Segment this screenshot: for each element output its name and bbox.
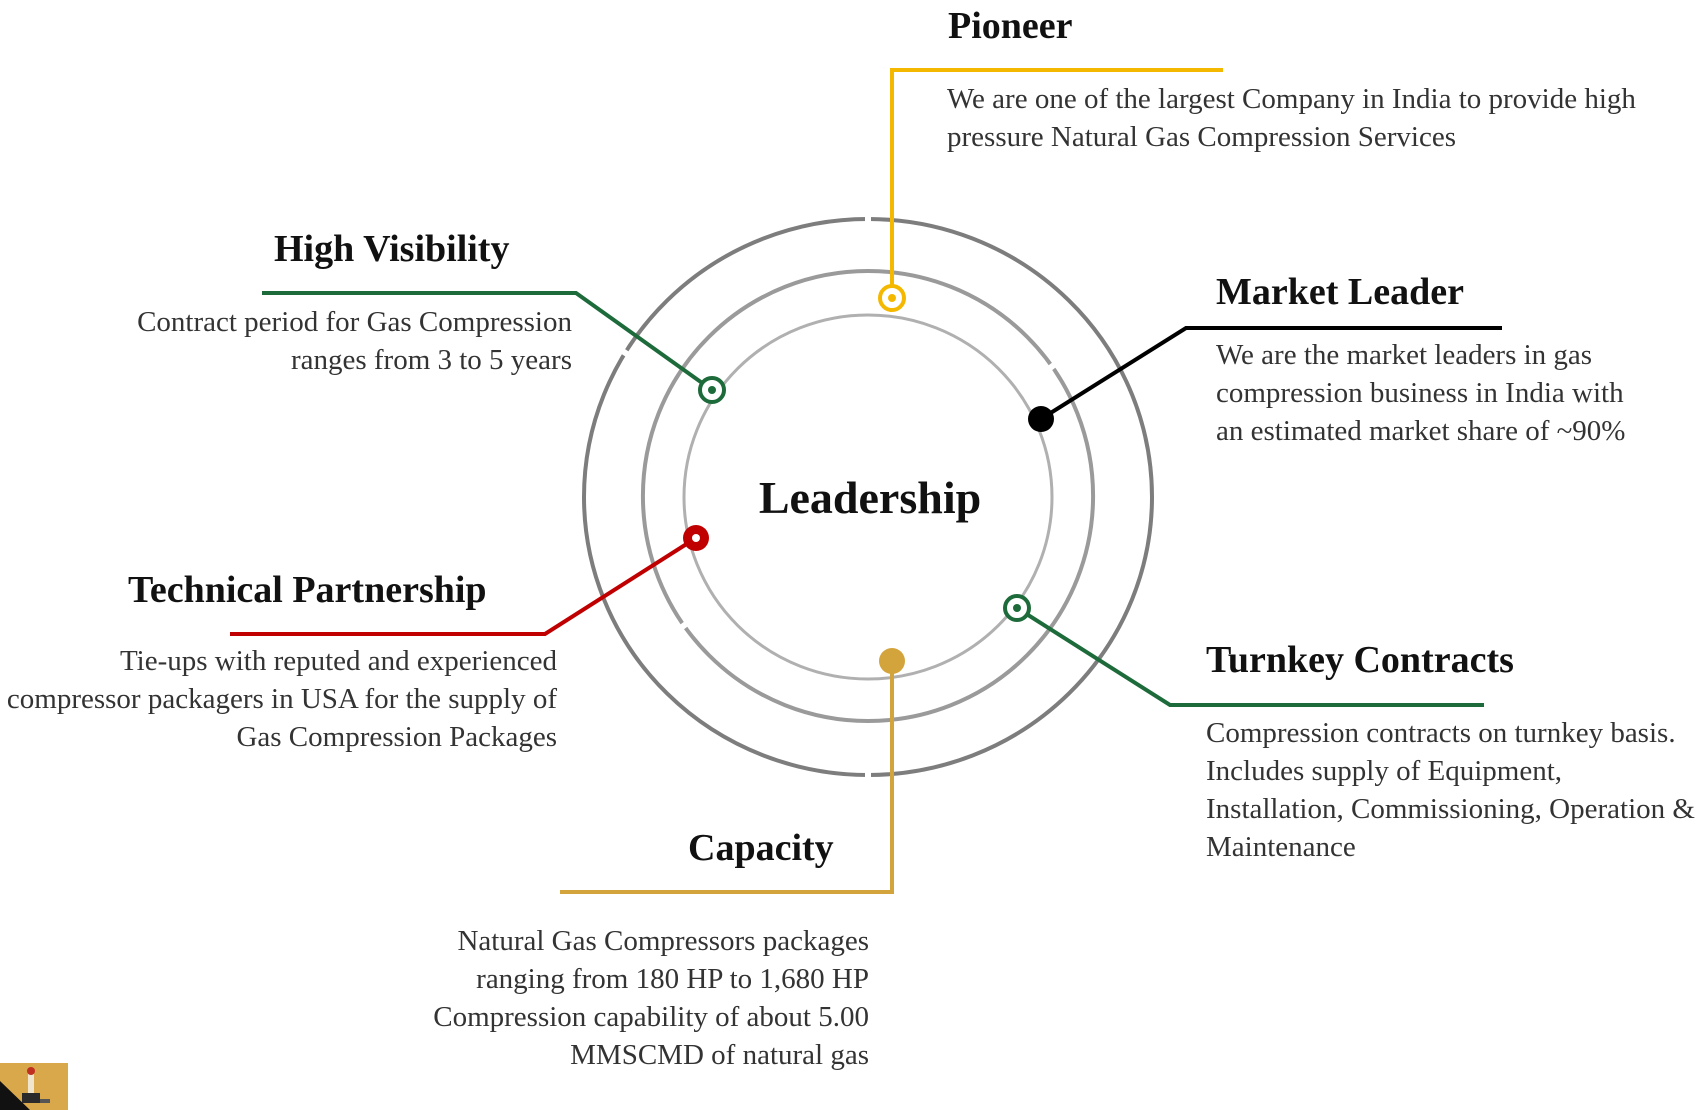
technical-partnership-title: Technical Partnership: [128, 569, 487, 611]
market-leader-description: We are the market leaders in gas compres…: [1216, 339, 1626, 447]
pioneer-connector: [890, 68, 1223, 298]
capacity-description: Natural Gas Compressors packages ranging…: [433, 925, 869, 1071]
pioneer-description: We are one of the largest Company in Ind…: [947, 83, 1636, 153]
center-label: Leadership: [758, 472, 982, 523]
market-leader-connector: [1039, 326, 1502, 421]
dots: [683, 284, 1054, 674]
turnkey-contracts-title: Turnkey Contracts: [1206, 639, 1514, 681]
capacity-dot: [879, 648, 905, 674]
market-leader-dot: [1028, 406, 1054, 432]
connectors: [230, 68, 1502, 894]
ring-gaps: [619, 212, 1116, 782]
market-leader-title: Market Leader: [1216, 271, 1464, 313]
technical-partnership-description: Tie-ups with reputed and experienced com…: [6, 645, 557, 753]
high-visibility-connector: [262, 291, 714, 392]
turnkey-contracts-connector: [1015, 606, 1484, 707]
capacity-title: Capacity: [688, 827, 834, 869]
turnkey-contracts-dot: [1003, 594, 1031, 622]
technical-partnership-dot: [683, 525, 709, 551]
capacity-connector: [560, 661, 894, 894]
high-visibility-description: Contract period for Gas Compression rang…: [137, 306, 572, 376]
high-visibility-title: High Visibility: [274, 228, 510, 270]
pioneer-title: Pioneer: [948, 5, 1073, 47]
turnkey-contracts-description: Compression contracts on turnkey basis. …: [1206, 717, 1695, 863]
oil-rig-logo-icon: [0, 1063, 68, 1110]
pioneer-dot: [878, 284, 906, 312]
high-visibility-dot: [698, 376, 726, 404]
middle-ring: [641, 269, 1095, 724]
technical-partnership-connector: [230, 536, 698, 636]
